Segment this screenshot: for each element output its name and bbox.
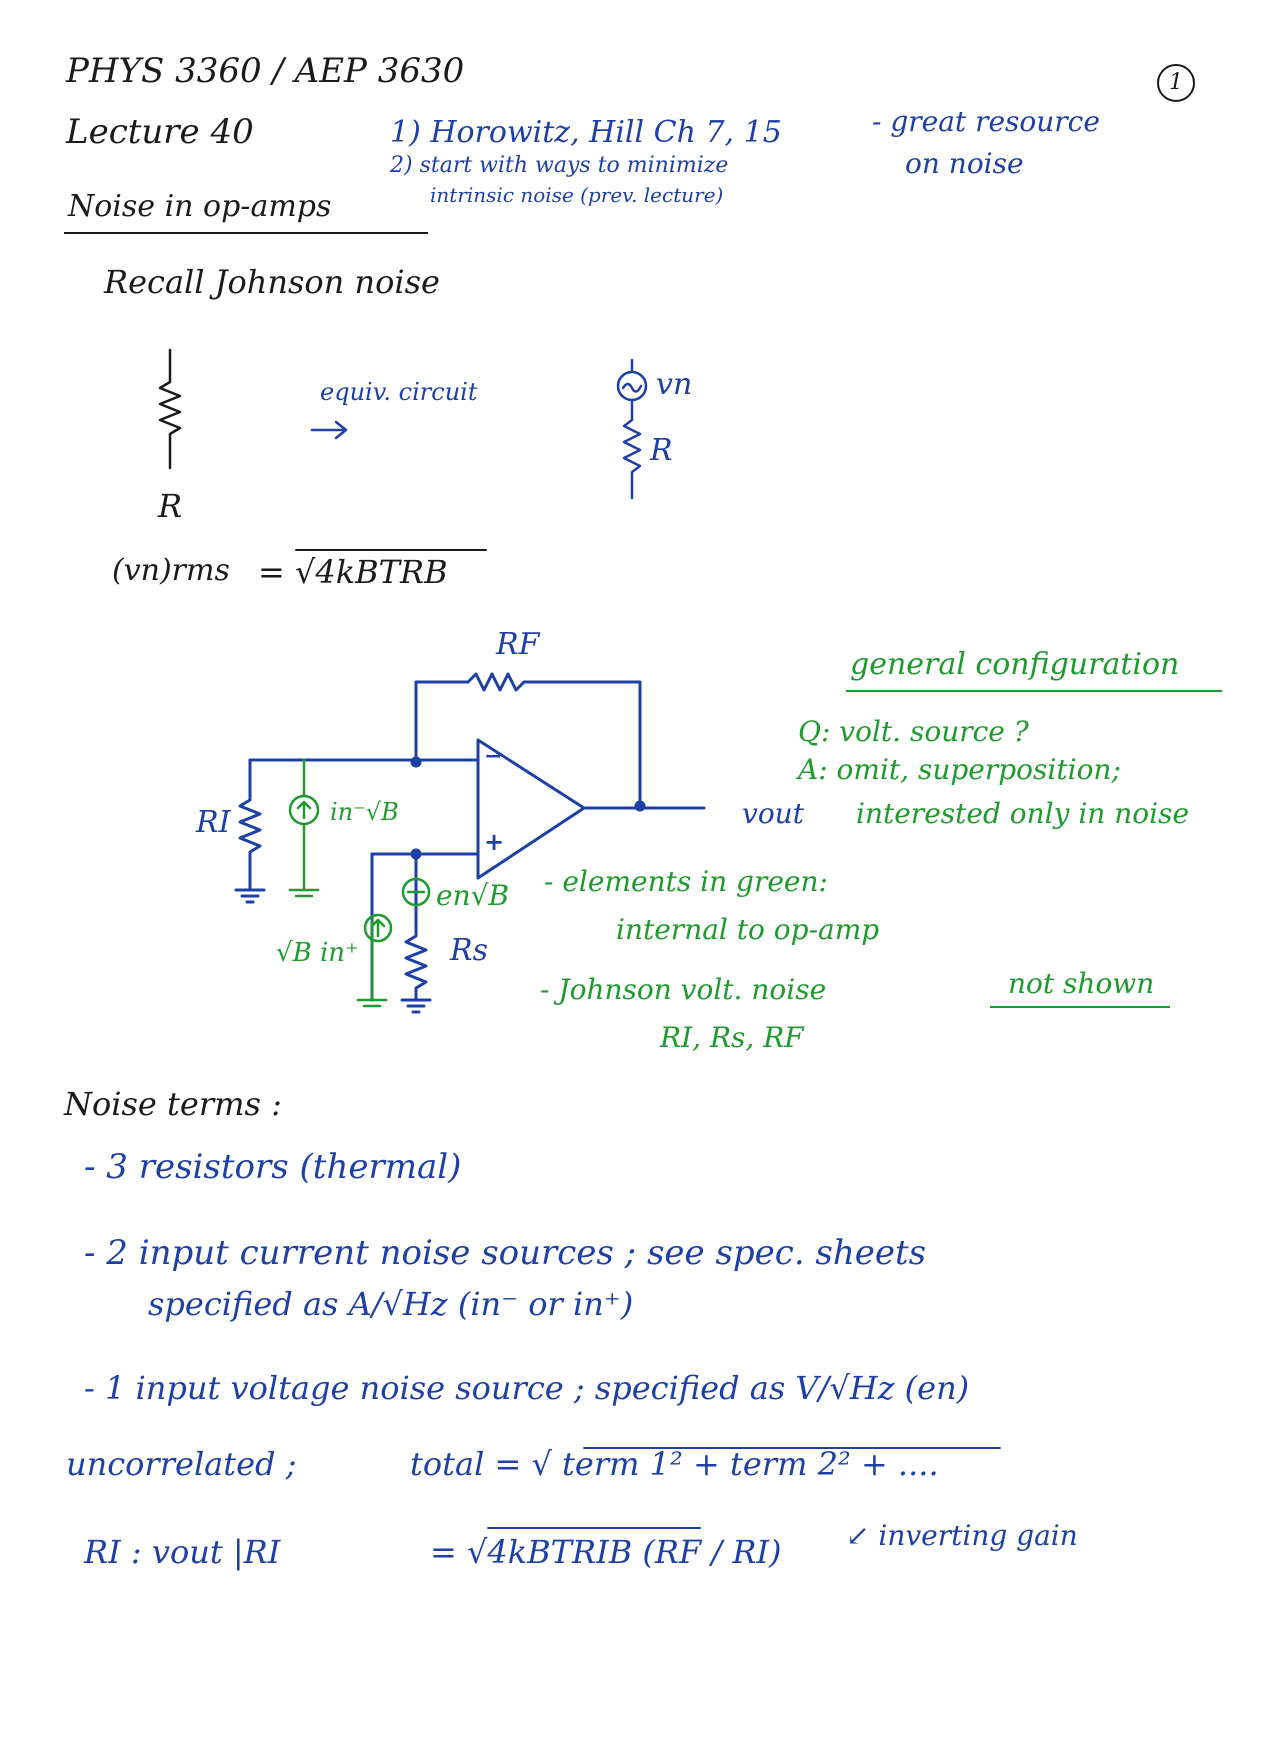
uncorrelated-label: uncorrelated ; [66,1445,297,1483]
noise-terms-title: Noise terms : [64,1085,282,1123]
johnson-formula-lhs: (vn)rms [112,553,230,588]
in-plus-label: √B in⁺ [276,938,359,968]
not-shown-underline [990,1006,1170,1008]
ri-term-lhs: RI : vout |RI [84,1533,281,1571]
rs-resistor [404,852,428,1002]
opamp-circuit [234,672,706,1014]
page-number-circle: 1 [1157,64,1195,102]
general-configuration-underline [846,690,1222,692]
in-minus-label: in⁻√B [330,798,399,826]
section-title-underline [64,232,428,234]
noise-term-3: - 1 input voltage noise source ; specifi… [84,1369,970,1407]
ri-term-rhs: = √4kBTRIB (RF / RI) [430,1533,782,1571]
green-internal-elements [288,758,431,1008]
reference-1: 1) Horowitz, Hill Ch 7, 15 [390,115,782,150]
lecture-number: Lecture 40 [66,112,254,152]
noise-source-label: vn [656,367,693,402]
green-note-2: internal to op-amp [616,913,880,946]
resistor-r-label: R [158,487,183,525]
question-note: Q: volt. source ? [798,715,1029,748]
en-source [401,877,431,907]
inverting-gain-note: ↙ inverting gain [846,1519,1078,1552]
recall-johnson: Recall Johnson noise [104,263,440,301]
answer-note-1: A: omit, superposition; [798,753,1121,786]
page-number: 1 [1169,70,1183,95]
rf-label: RF [496,627,540,662]
johnson-note-2: RI, Rs, RF [660,1021,804,1054]
equiv-circuit-label: equiv. circuit [320,378,478,406]
noise-term-2b: specified as A/√Hz (in⁻ or in⁺) [148,1285,634,1323]
johnson-formula-rhs: = √4kBTRB [258,553,448,591]
course-title: PHYS 3360 / AEP 3630 [66,51,465,91]
reference-2b: intrinsic noise (prev. lecture) [430,183,724,207]
general-configuration: general configuration [850,647,1180,682]
noninverting-input-sign: + [484,828,505,856]
answer-note-2: interested only in noise [856,797,1190,830]
en-label: en√B [436,879,510,912]
section-title: Noise in op-amps [68,189,332,224]
rf-resistor [466,672,642,810]
green-note-1: - elements in green: [544,865,828,898]
equiv-arrow [310,420,348,440]
rs-label: Rs [450,933,488,968]
not-shown-note: not shown [1008,967,1155,1000]
johnson-resistor [158,348,182,470]
equiv-noise-source [616,358,648,500]
opamp-triangle [476,738,586,880]
in-plus-source [363,913,393,943]
equiv-resistor-label: R [650,433,673,468]
johnson-note-1: - Johnson volt. noise [540,973,827,1006]
noise-term-1: - 3 resistors (thermal) [84,1147,462,1187]
ri-resistor [238,758,262,892]
ri-label: RI [196,805,231,840]
reference-2a: 2) start with ways to minimize [390,153,729,178]
total-formula: total = √ term 1² + term 2² + .... [410,1445,939,1483]
noise-term-2a: - 2 input current noise sources ; see sp… [84,1233,927,1273]
resource-note-b: on noise [905,147,1024,180]
vout-label: vout [742,797,804,830]
resource-note-a: - great resource [872,105,1100,138]
